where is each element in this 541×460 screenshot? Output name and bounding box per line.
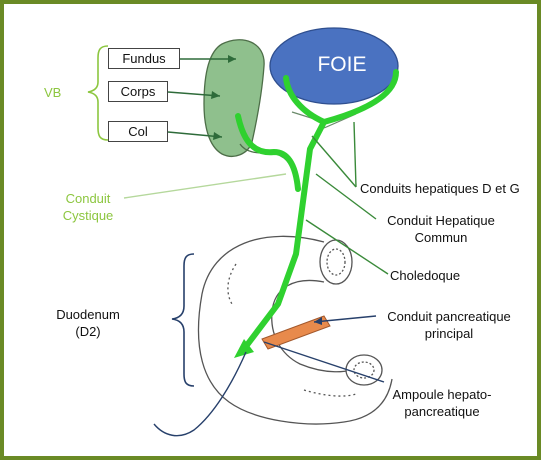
choledoque-label: Choledoque bbox=[390, 267, 460, 284]
ampoule-label: Ampoule hepato- pancreatique bbox=[382, 386, 502, 420]
vb-group-label: VB bbox=[44, 84, 61, 101]
conduit-pancreatique-line1: Conduit pancreatique bbox=[376, 308, 522, 325]
conduit-pancreatique-label: Conduit pancreatique principal bbox=[376, 308, 522, 342]
conduit-hepatique-commun-line2: Commun bbox=[376, 229, 506, 246]
duodenum-brace bbox=[172, 254, 194, 386]
pointer-hepatic-1 bbox=[312, 136, 356, 187]
duodenum-lower-opening bbox=[346, 355, 382, 385]
flow-outlet-line bbox=[154, 352, 246, 436]
ampoule-line1: Ampoule hepato- bbox=[382, 386, 502, 403]
conduit-cystique-label: Conduit Cystique bbox=[52, 190, 124, 224]
duodenum-label: Duodenum (D2) bbox=[40, 306, 136, 340]
pointer-hepatic-2 bbox=[354, 122, 356, 187]
fundus-label: Fundus bbox=[108, 48, 180, 69]
ampoule-line2: pancreatique bbox=[382, 403, 502, 420]
vb-brace bbox=[88, 46, 108, 140]
duodenum-line2: (D2) bbox=[40, 323, 136, 340]
conduit-pancreatique-line2: principal bbox=[376, 325, 522, 342]
liver-label: FOIE bbox=[292, 52, 392, 78]
conduit-cystique-line2: Cystique bbox=[52, 207, 124, 224]
conduit-hepatique-commun-line1: Conduit Hepatique bbox=[376, 212, 506, 229]
conduit-hepatique-commun-label: Conduit Hepatique Commun bbox=[376, 212, 506, 246]
col-label: Col bbox=[108, 121, 168, 142]
corps-label: Corps bbox=[108, 81, 168, 102]
duodenum-line1: Duodenum bbox=[40, 306, 136, 323]
conduits-hepatiques-label: Conduits hepatiques D et G bbox=[360, 180, 520, 197]
conduit-cystique-line1: Conduit bbox=[52, 190, 124, 207]
bile-flow-path bbox=[238, 72, 396, 349]
pointer-conduit-cystique bbox=[124, 174, 286, 198]
